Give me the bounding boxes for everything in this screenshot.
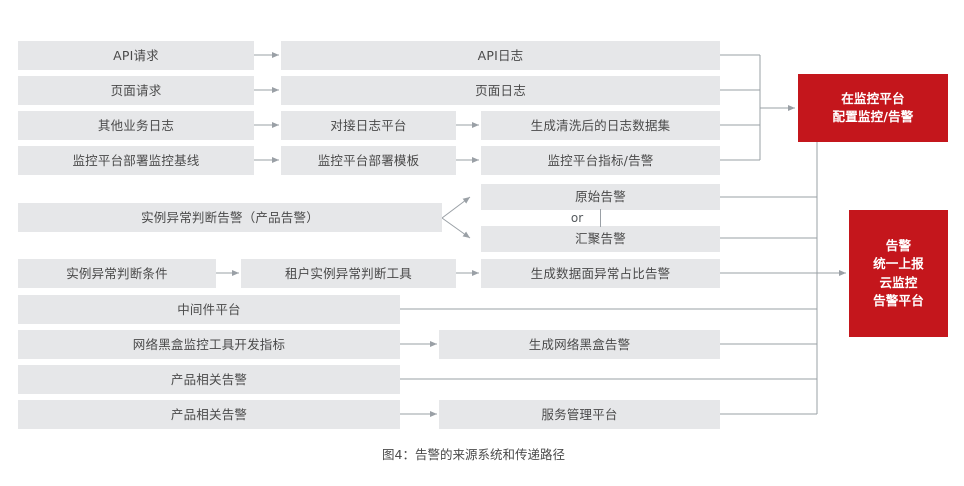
node-tenant-instance-anomaly-tool[interactable]: 租户实例异常判断工具: [241, 259, 456, 288]
node-label: 页面请求: [110, 82, 162, 98]
node-page-request[interactable]: 页面请求: [18, 76, 254, 105]
node-label: 网络黑盒监控工具开发指标: [132, 336, 286, 352]
node-network-blackbox-alert[interactable]: 生成网络黑盒告警: [439, 330, 720, 359]
or-connector-label: or: [557, 210, 597, 226]
node-product-related-alert-1[interactable]: 产品相关告警: [18, 365, 400, 394]
node-label-line-2: 统一上报: [873, 256, 924, 272]
node-label: 生成清洗后的日志数据集: [530, 117, 671, 133]
node-middleware-platform[interactable]: 中间件平台: [18, 295, 400, 324]
node-label: 生成网络黑盒告警: [528, 336, 631, 352]
node-api-request[interactable]: API请求: [18, 41, 254, 70]
node-label: 中间件平台: [177, 301, 241, 317]
node-product-related-alert-2[interactable]: 产品相关告警: [18, 400, 400, 429]
figure-caption-text: 图4：告警的来源系统和传递路径: [382, 447, 565, 462]
node-label-line-1: 告警: [885, 238, 912, 254]
node-label: API请求: [113, 47, 159, 63]
node-label: 生成数据面异常占比告警: [530, 265, 671, 281]
node-label-line-4: 告警平台: [873, 292, 924, 308]
node-label: 其他业务日志: [97, 117, 175, 133]
node-label-line-3: 云监控: [879, 274, 918, 290]
node-label: 实例异常判断条件: [66, 265, 168, 281]
node-label: 对接日志平台: [330, 117, 407, 133]
node-page-log[interactable]: 页面日志: [281, 76, 720, 105]
node-label: 实例异常判断告警（产品告警）: [141, 209, 319, 225]
node-monitor-platform-metric-alert[interactable]: 监控平台指标/告警: [481, 146, 720, 175]
node-label-line-2: 配置监控/告警: [832, 109, 914, 124]
or-text: or: [570, 211, 584, 225]
node-aggregated-alert[interactable]: 汇聚告警: [481, 226, 720, 252]
node-configure-monitor-alert[interactable]: 在监控平台 配置监控/告警: [798, 74, 948, 142]
node-label: 监控平台部署模板: [317, 152, 420, 168]
node-other-business-log[interactable]: 其他业务日志: [18, 111, 254, 140]
figure-caption: 图4：告警的来源系统和传递路径: [382, 444, 565, 463]
node-label: API日志: [477, 47, 524, 63]
node-label: 汇聚告警: [575, 231, 626, 247]
node-instance-anomaly-alert[interactable]: 实例异常判断告警（产品告警）: [18, 203, 442, 232]
node-service-management-platform[interactable]: 服务管理平台: [439, 400, 720, 429]
node-connect-log-platform[interactable]: 对接日志平台: [281, 111, 456, 140]
or-divider-tick: [600, 209, 601, 227]
node-label: 原始告警: [575, 189, 626, 205]
node-label: 产品相关告警: [170, 371, 248, 387]
node-unified-cloud-alert-platform[interactable]: 告警 统一上报 云监控 告警平台: [849, 210, 948, 337]
node-network-blackbox-dev-metric[interactable]: 网络黑盒监控工具开发指标: [18, 330, 400, 359]
node-label: 监控平台指标/告警: [547, 152, 654, 168]
node-cleaned-log-dataset[interactable]: 生成清洗后的日志数据集: [481, 111, 720, 140]
node-monitor-platform-baseline[interactable]: 监控平台部署监控基线: [18, 146, 254, 175]
node-label-line-1: 在监控平台: [841, 90, 905, 106]
node-monitor-platform-template[interactable]: 监控平台部署模板: [281, 146, 456, 175]
node-label: 产品相关告警: [170, 406, 248, 422]
node-label: 服务管理平台: [541, 406, 618, 422]
node-label: 监控平台部署监控基线: [72, 152, 200, 168]
node-label: 页面日志: [475, 82, 526, 98]
node-api-log[interactable]: API日志: [281, 41, 720, 70]
node-instance-anomaly-condition[interactable]: 实例异常判断条件: [18, 259, 216, 288]
node-raw-alert[interactable]: 原始告警: [481, 184, 720, 210]
node-label: 租户实例异常判断工具: [284, 265, 412, 281]
node-data-plane-anomaly-ratio-alert[interactable]: 生成数据面异常占比告警: [481, 259, 720, 288]
